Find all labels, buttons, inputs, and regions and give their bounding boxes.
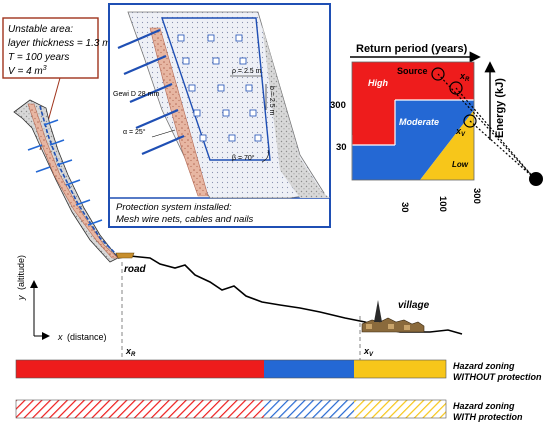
zone-low-label: Low xyxy=(452,160,469,169)
inset-alpha-arc xyxy=(151,129,176,138)
zone-moderate xyxy=(352,100,474,180)
energy-axis-label: Energy (kJ) xyxy=(494,78,506,138)
cliff-unstable-layer xyxy=(27,103,119,259)
inset-unstable-layer xyxy=(149,27,209,197)
x-tick-30: 30 xyxy=(399,202,410,213)
matrix-xr-sub: R xyxy=(465,77,470,83)
protection-title: Protection system installed: xyxy=(116,202,232,213)
callout-volume-value: V = 4 m xyxy=(8,66,43,77)
with-yellow-segment xyxy=(354,400,446,418)
inset-gewi-label: Gewi D 28 mm xyxy=(113,91,159,98)
source-label: Source xyxy=(397,66,428,76)
callout-volume: V = 4 m3 xyxy=(8,65,47,77)
unstable-area-callout: Unstable area: layer thickness = 1.3 m T… xyxy=(2,17,111,151)
y-tick-30: 30 xyxy=(336,142,347,153)
xv-circle xyxy=(463,114,477,128)
callout-title: Unstable area: xyxy=(8,24,73,35)
return-period-title: Return period (years) xyxy=(356,43,468,55)
with-blue-segment xyxy=(264,400,354,418)
road-label: road xyxy=(124,264,147,275)
callout-volume-sup: 3 xyxy=(43,65,47,72)
x-axis-label: (distance) xyxy=(67,332,107,342)
inset-alpha-label: α = 25° xyxy=(123,128,146,136)
profile-xv-x: x xyxy=(363,346,370,356)
cliff-nails xyxy=(27,119,103,226)
cliff-section: road village y (altitude) x (distance) x… xyxy=(13,99,463,360)
with-label-2: WITH protection xyxy=(453,412,523,422)
protection-desc: Mesh wire nets, cables and nails xyxy=(116,214,254,225)
x-tick-100: 100 xyxy=(437,196,448,212)
y-axis-label: (altitude) xyxy=(16,255,26,290)
inset-slope xyxy=(127,11,325,199)
without-label-2: WITHOUT protection xyxy=(453,372,542,382)
zone-low xyxy=(420,110,474,180)
xr-circle xyxy=(449,81,463,95)
profile-xr-label: xR xyxy=(125,346,136,358)
matrix-xr-label: xR xyxy=(459,71,470,83)
without-yellow-segment xyxy=(354,360,446,378)
zoning-with: Hazard zoning WITH protection xyxy=(15,399,523,422)
inset-beta-arc xyxy=(261,149,269,163)
zone-moderate-label: Moderate xyxy=(399,117,439,127)
callout-box xyxy=(2,17,99,79)
with-bar-frame xyxy=(15,399,447,419)
without-red-segment xyxy=(16,360,264,378)
x-tick-300: 300 xyxy=(471,188,482,204)
matrix-xv-label: xV xyxy=(455,126,466,138)
with-red-segment xyxy=(16,400,264,418)
without-blue-segment xyxy=(264,360,354,378)
village-label: village xyxy=(398,300,430,311)
profile-xr-sub: R xyxy=(131,352,136,358)
cliff-mesh-line xyxy=(39,105,119,257)
zoning-without: Hazard zoning WITHOUT protection xyxy=(15,359,542,382)
matrix-xv-x: x xyxy=(455,126,462,136)
profile-xv-label: xV xyxy=(363,346,374,358)
road-shape xyxy=(115,252,135,259)
inset-beta-label: β = 70° xyxy=(232,154,255,162)
source-circle xyxy=(431,67,445,81)
rock-ball xyxy=(529,172,543,186)
hazard-matrix: Return period (years) High Moderate Low … xyxy=(330,43,543,213)
y-axis-symbol: y xyxy=(16,295,26,301)
inset-nail-grid xyxy=(177,34,262,142)
zone-high xyxy=(352,62,474,145)
matrix-xv-sub: V xyxy=(461,132,466,138)
terrain-profile xyxy=(117,255,463,335)
inset-nails xyxy=(117,28,185,156)
x-axis-symbol: x xyxy=(57,332,63,342)
matrix-frame xyxy=(351,61,475,181)
callout-period: T = 100 years xyxy=(8,52,69,63)
with-label-1: Hazard zoning xyxy=(453,401,515,411)
profile-xr-x: x xyxy=(125,346,132,356)
inset-b-label: b = 2.5 m xyxy=(268,86,275,116)
village-icon xyxy=(361,300,425,333)
without-label-1: Hazard zoning xyxy=(453,361,515,371)
inset-slope-side xyxy=(262,25,330,198)
callout-thickness: layer thickness = 1.3 m xyxy=(8,38,111,49)
zone-high-label: High xyxy=(368,78,388,88)
protection-inset: Gewi D 28 mm ρ = 2.5 m b = 2.5 m α = 25°… xyxy=(108,3,331,228)
without-bar-frame xyxy=(15,359,447,379)
matrix-xr-x: x xyxy=(459,71,466,81)
inset-rho-label: ρ = 2.5 m xyxy=(232,68,262,75)
y-tick-300: 300 xyxy=(330,100,346,111)
rock-trajectory xyxy=(437,73,535,179)
profile-xv-sub: V xyxy=(369,352,374,358)
